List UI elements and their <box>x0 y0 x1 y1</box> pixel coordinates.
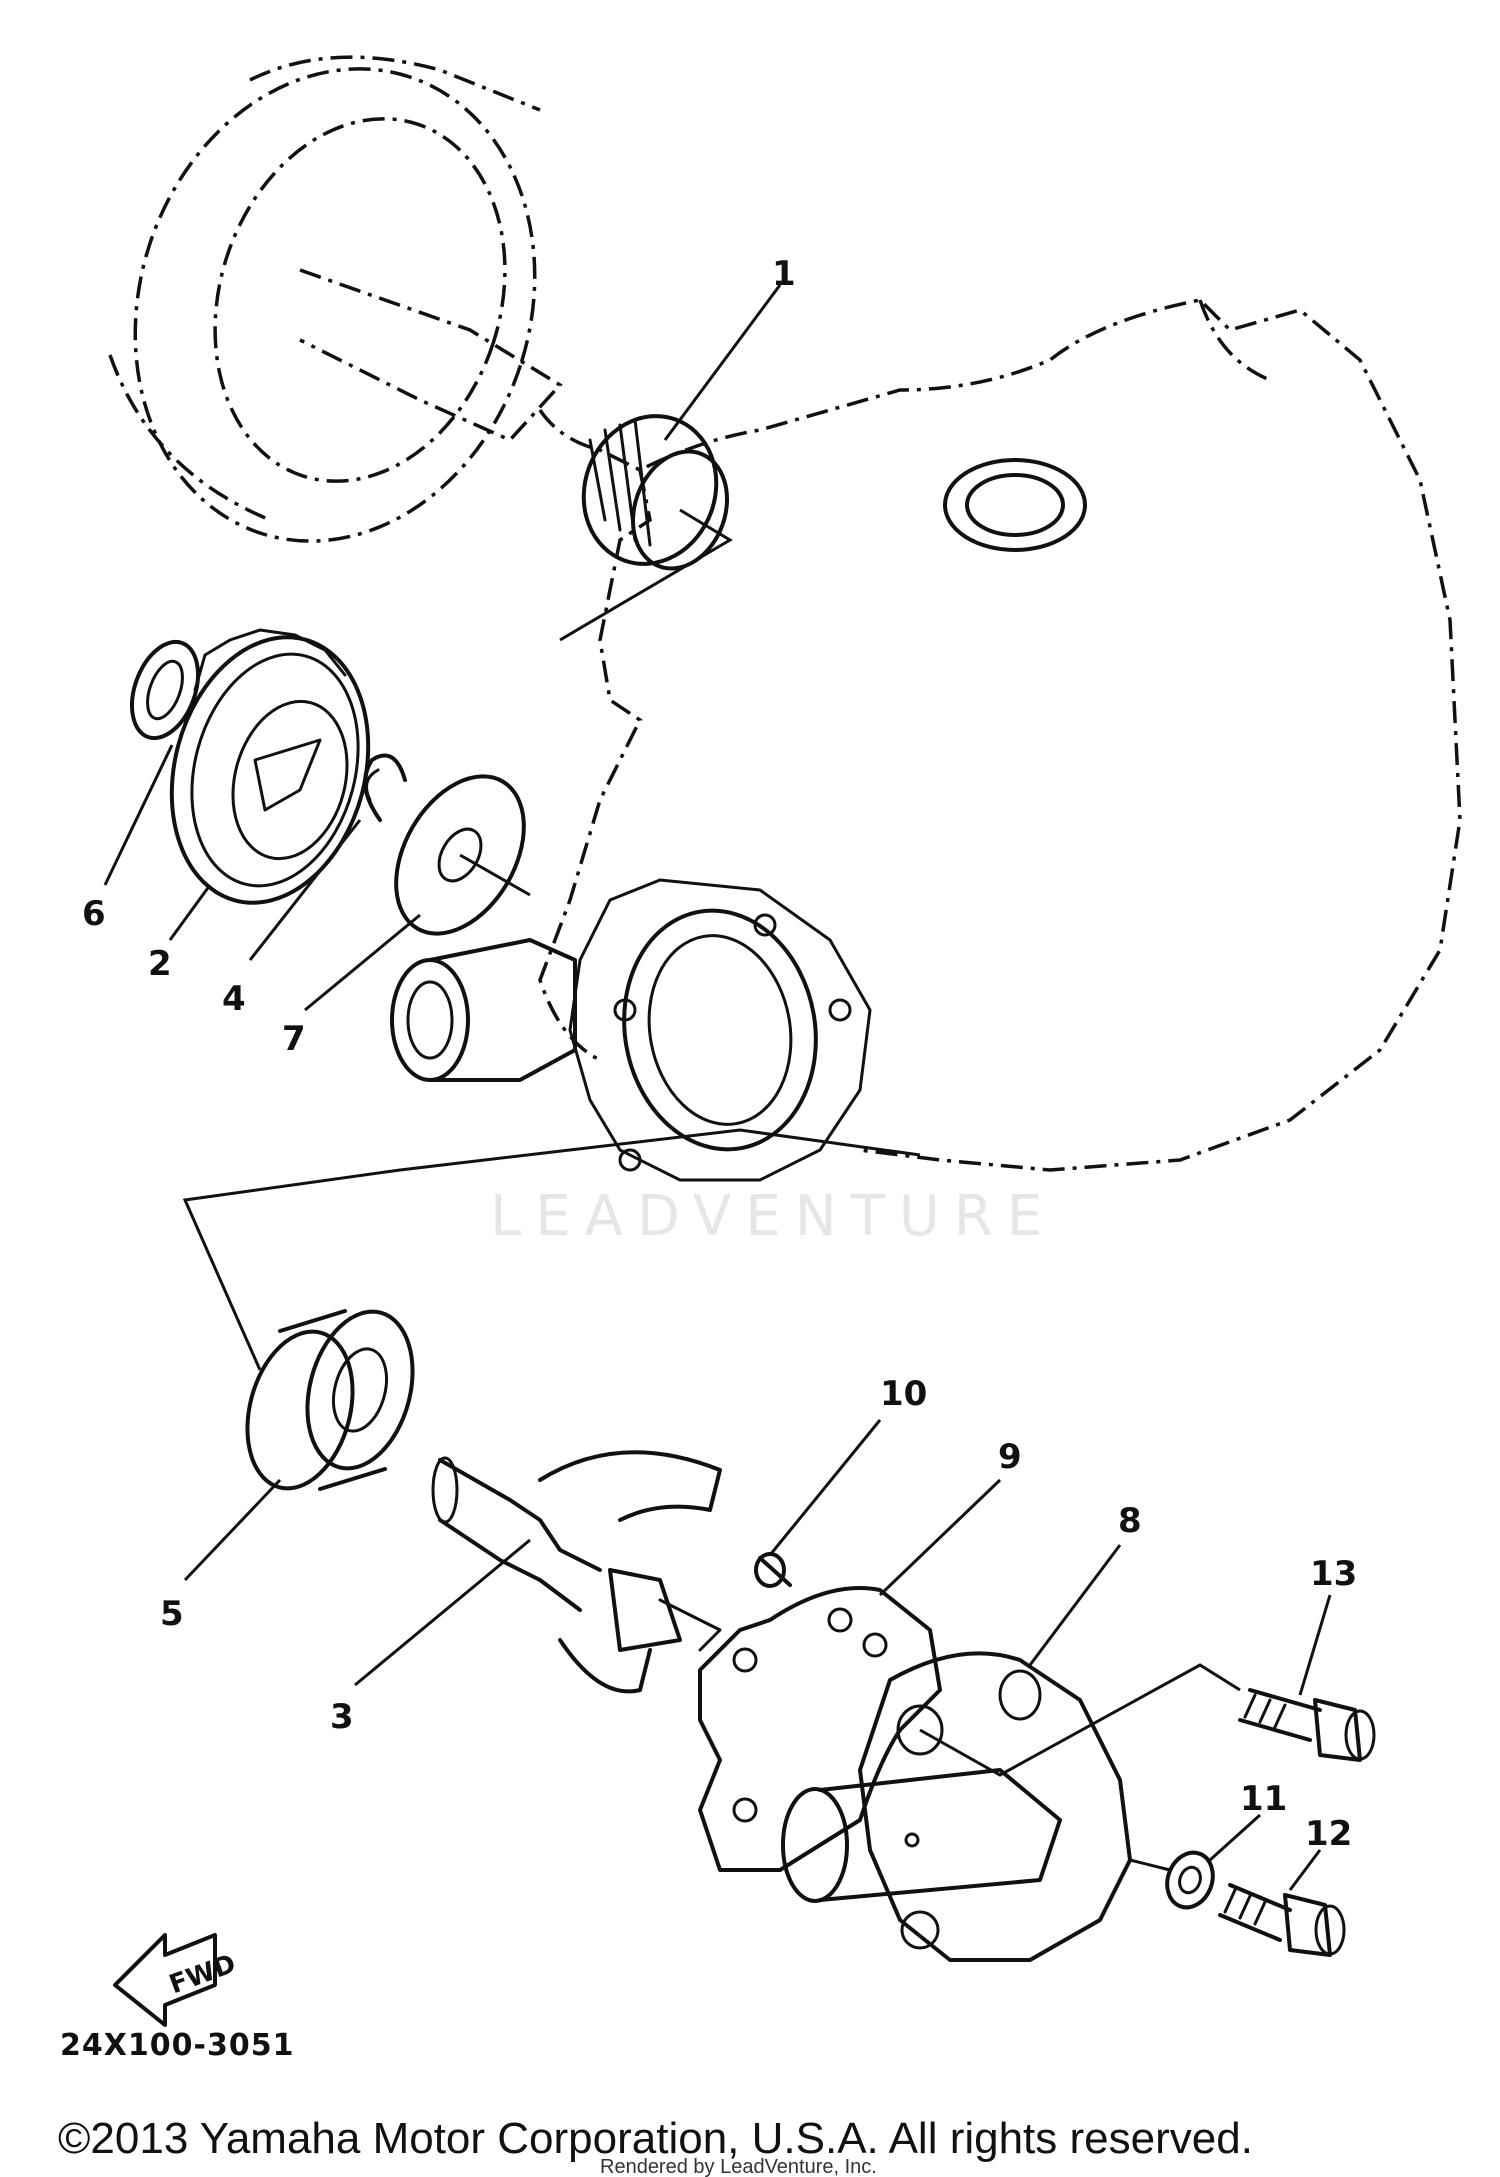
fwd-label: FWD <box>166 1949 240 2000</box>
part-10-dowel-pin <box>754 1552 792 1588</box>
part-6-washer <box>130 639 200 741</box>
watermark: LEADVENTURE <box>490 1184 1056 1249</box>
callout-3: 3 <box>330 1697 354 1737</box>
part-9-gasket <box>698 1586 942 1872</box>
clutch-housing <box>108 55 563 543</box>
callout-11: 11 <box>1240 1779 1287 1819</box>
callout-10: 10 <box>880 1374 927 1414</box>
callout-9: 9 <box>998 1437 1022 1477</box>
crankcase <box>538 298 1462 1172</box>
part-3-impeller-shaft <box>431 1450 722 1694</box>
part-11-washer <box>1129 1850 1215 1910</box>
part-12-bolt <box>1218 1883 1346 1957</box>
part-8-pump-cover <box>781 1651 1241 1962</box>
fwd-arrow: FWD <box>113 1933 240 2027</box>
copyright-notice: ©2013 Yamaha Motor Corporation, U.S.A. A… <box>58 2114 1253 2163</box>
part-2-impeller-drive-gear <box>169 628 371 905</box>
callouts: 1 6 2 4 7 5 3 10 9 8 13 11 12 <box>82 254 1357 1854</box>
callout-7: 7 <box>282 1019 306 1059</box>
part-7-plate-washer <box>394 774 531 936</box>
callout-4: 4 <box>222 979 246 1019</box>
callout-13: 13 <box>1310 1554 1357 1594</box>
diagram-code: 24X100-3051 <box>60 2028 294 2063</box>
callout-8: 8 <box>1118 1501 1142 1541</box>
leader-lines <box>103 284 1332 1891</box>
part-5-bearing <box>182 1128 921 1491</box>
pump-housing <box>390 878 872 1182</box>
callout-5: 5 <box>160 1594 184 1634</box>
part-4-circlip <box>363 753 407 822</box>
callout-12: 12 <box>1305 1814 1352 1854</box>
callout-2: 2 <box>148 944 172 984</box>
part-1-primary-drive-gear <box>559 414 733 642</box>
rendered-by: Rendered by LeadVenture, Inc. <box>600 2156 877 2177</box>
callout-6: 6 <box>82 894 106 934</box>
part-13-bolt <box>1238 1688 1376 1762</box>
callout-1: 1 <box>772 254 796 294</box>
